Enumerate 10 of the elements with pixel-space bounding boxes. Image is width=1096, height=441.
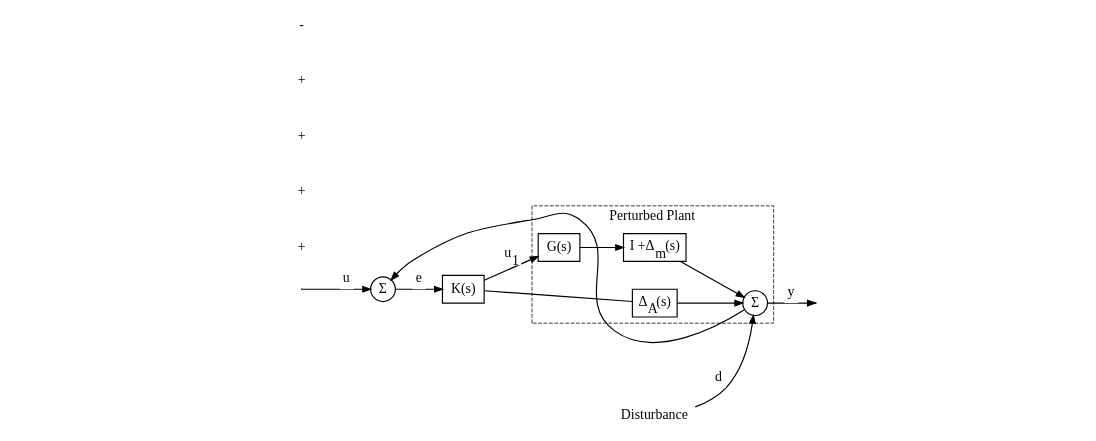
node-text: Disturbance: [620, 407, 688, 423]
edge-label: y: [787, 283, 794, 299]
edge-label: e: [415, 269, 422, 285]
label: +: [297, 72, 306, 88]
edge-label: d: [714, 368, 722, 384]
label: -: [298, 16, 304, 32]
edge-label: u: [342, 269, 350, 285]
label: +: [297, 238, 306, 254]
label: +: [297, 183, 306, 199]
label: +: [297, 127, 306, 143]
